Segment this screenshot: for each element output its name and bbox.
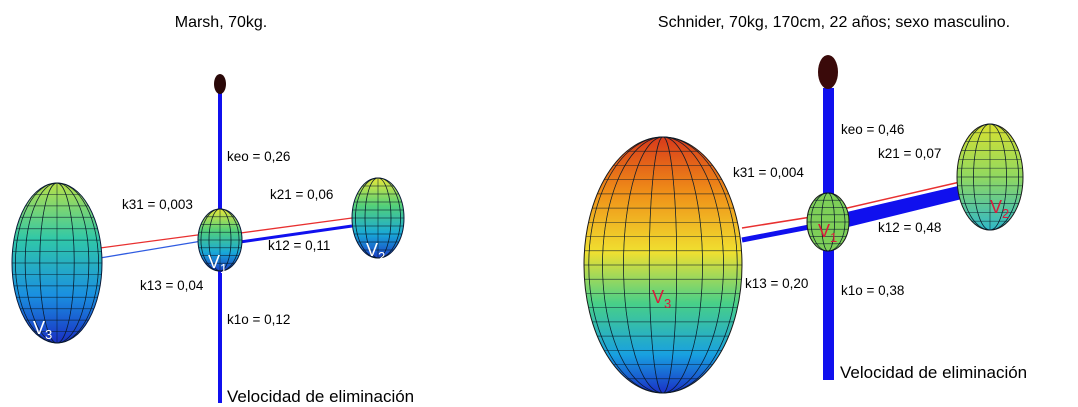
right-v1-compartment: V1 <box>806 192 850 252</box>
left-effect-site <box>214 74 226 94</box>
right-panel: Schnider, 70kg, 170cm, 22 años; sexo mas… <box>583 14 1027 394</box>
right-elimination-label: Velocidad de eliminación <box>840 363 1027 382</box>
right-v3-compartment: V3 <box>583 136 743 394</box>
right-k10-label: k1o = 0,38 <box>841 283 904 298</box>
left-panel: Marsh, 70kg. V3 V2 V1 keo = 0,26 <box>11 14 414 406</box>
left-k21-flow <box>232 217 353 235</box>
right-title: Schnider, 70kg, 170cm, 22 años; sexo mas… <box>658 14 1010 31</box>
left-k12-label: k12 = 0,11 <box>268 238 330 253</box>
right-k21-flow <box>829 181 961 213</box>
left-v3-compartment: V3 <box>11 182 103 344</box>
left-k10-label: k1o = 0,12 <box>227 312 290 327</box>
right-k12-flow <box>834 186 962 230</box>
right-k31-label: k31 = 0,004 <box>733 165 804 180</box>
sphere-mesh <box>807 192 849 252</box>
left-keo-label: keo = 0,26 <box>227 149 290 164</box>
right-v2-compartment: V2 <box>956 123 1024 231</box>
left-v2-compartment: V2 <box>351 177 405 264</box>
left-k12-flow <box>232 224 353 245</box>
left-v3-mesh <box>12 182 102 344</box>
sphere-mesh <box>198 208 242 272</box>
right-k21-label: k21 = 0,07 <box>878 146 941 161</box>
left-v1-compartment: V1 <box>197 208 243 276</box>
right-k13-label: k13 = 0,20 <box>745 276 808 291</box>
sphere-mesh <box>584 136 742 394</box>
left-title: Marsh, 70kg. <box>175 14 267 31</box>
left-k21-label: k21 = 0,06 <box>270 187 333 202</box>
left-elimination-label: Velocidad de eliminación <box>227 387 414 406</box>
right-effect-site <box>818 55 838 89</box>
sphere-mesh <box>957 123 1023 231</box>
left-k13-label: k13 = 0,04 <box>140 278 204 293</box>
right-keo-label: keo = 0,46 <box>841 122 904 137</box>
left-k31-label: k31 = 0,003 <box>122 197 193 212</box>
sphere-mesh <box>352 177 404 259</box>
right-k12-label: k12 = 0,48 <box>878 220 941 235</box>
